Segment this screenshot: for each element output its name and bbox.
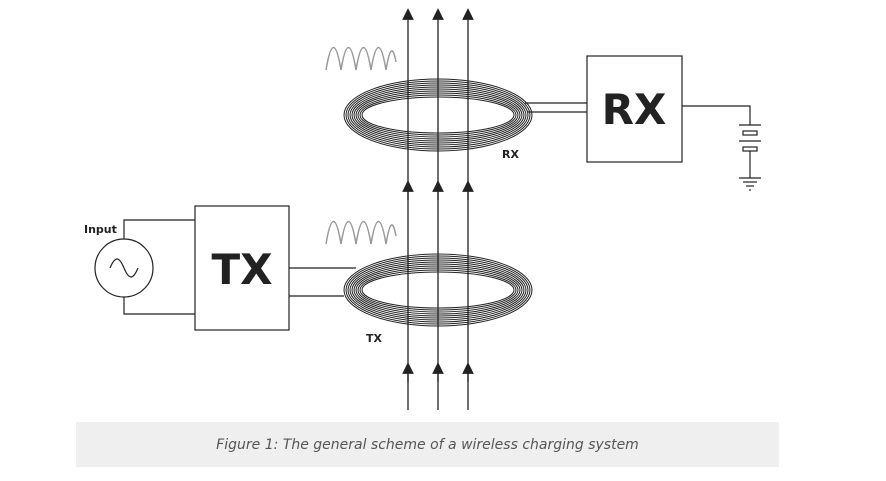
tx-block — [194, 205, 290, 331]
ac-wave-icon — [109, 258, 139, 278]
input-label: Input — [84, 223, 117, 236]
tx-block-label: TX — [211, 245, 272, 294]
sine-wave-lower — [325, 221, 397, 245]
tx-coil-label: TX — [366, 332, 383, 345]
sine-wave-upper — [325, 47, 397, 71]
rx-block-label: RX — [602, 85, 667, 134]
magnetic-field-lines — [402, 8, 474, 410]
rx-block — [586, 55, 683, 163]
ground-symbol — [739, 177, 761, 191]
figure-caption-box: Figure 1: The general scheme of a wirele… — [76, 422, 779, 467]
rx-coil-label: RX — [502, 148, 519, 161]
tx-coil-leads — [289, 267, 356, 297]
input-wires — [123, 219, 195, 315]
figure-caption: Figure 1: The general scheme of a wirele… — [216, 436, 639, 453]
battery-symbol — [682, 105, 761, 178]
rx-coil-leads — [525, 102, 587, 113]
